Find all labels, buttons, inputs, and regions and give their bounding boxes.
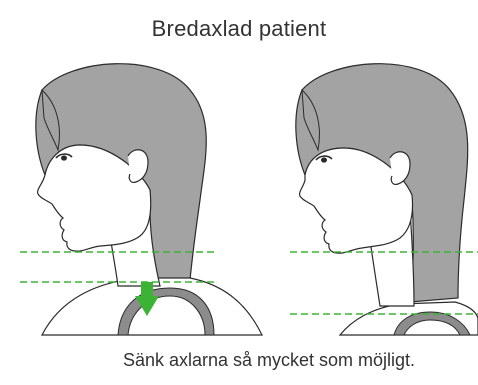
patient-illustration (0, 50, 478, 340)
instruction-caption: Sänk axlarna så mycket som möjligt. (60, 350, 478, 371)
panel-after (290, 64, 478, 335)
diagram-title: Bredaxlad patient (0, 16, 478, 42)
panel-before (20, 64, 262, 335)
